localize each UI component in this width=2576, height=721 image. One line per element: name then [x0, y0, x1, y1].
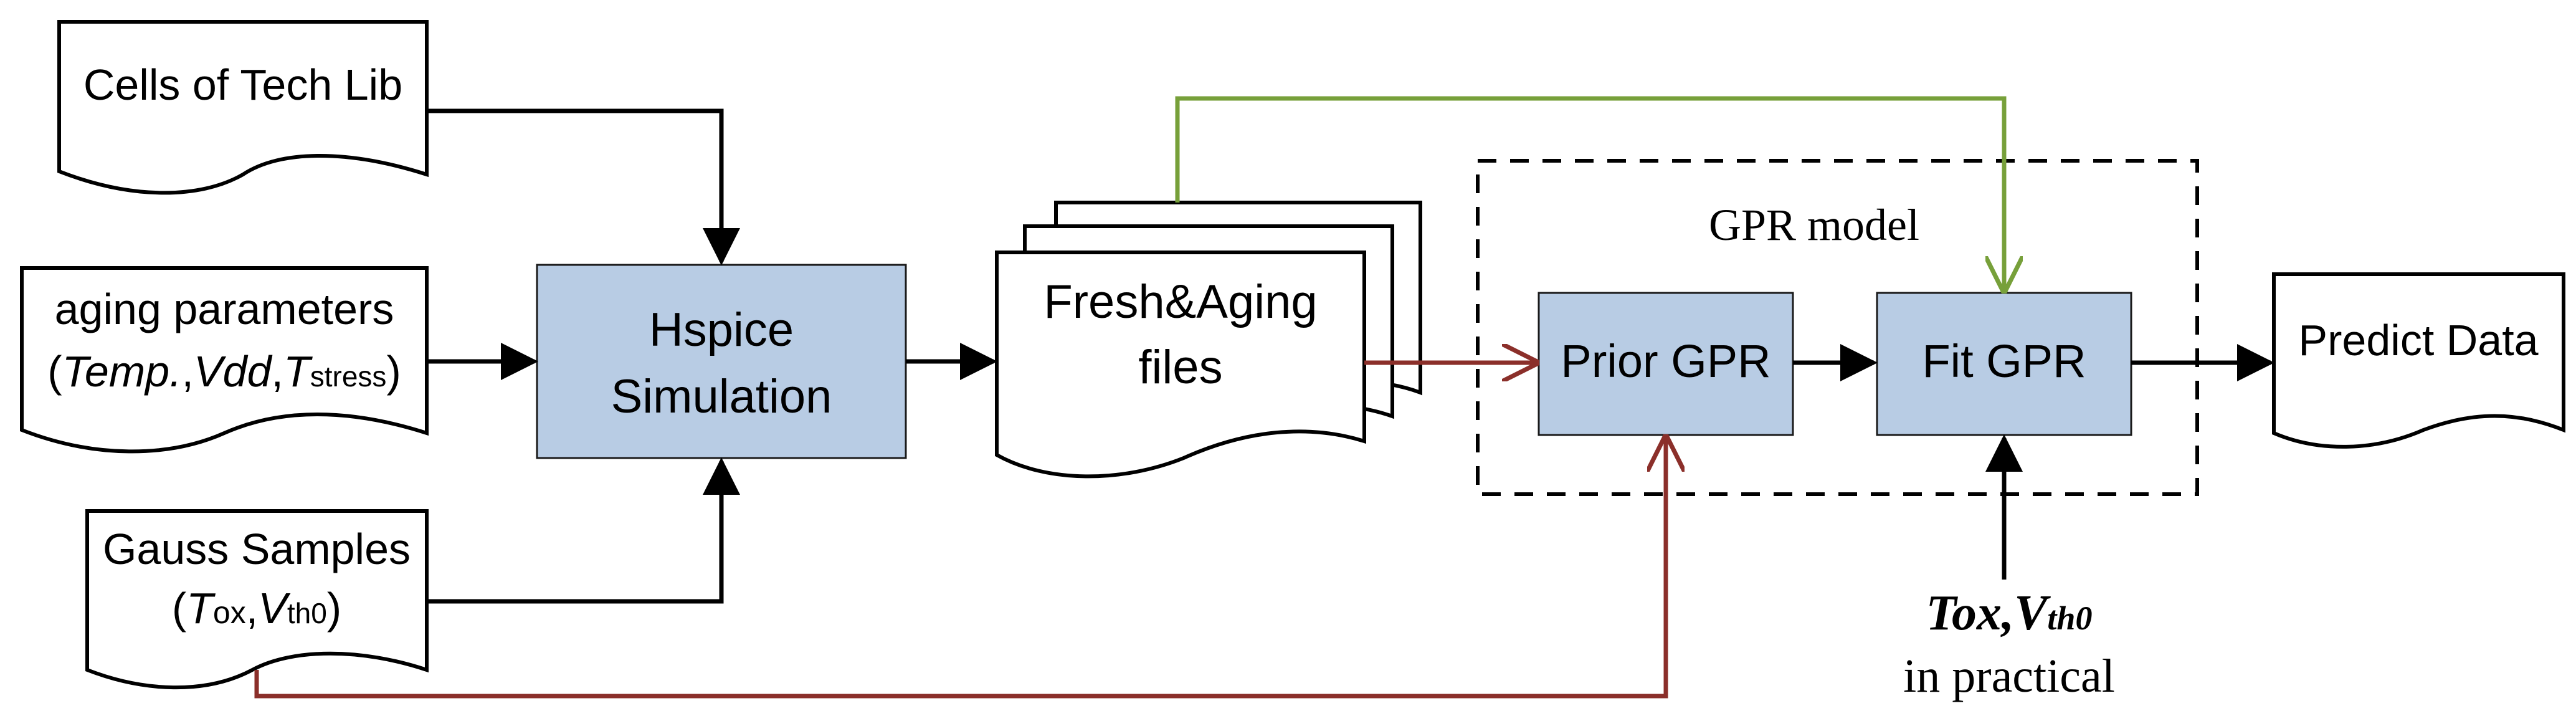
prior-gpr-label: Prior GPR: [1561, 335, 1770, 387]
cells-lib-doc: Cells of Tech Lib: [57, 20, 429, 195]
practical-params-label: Tox,Vth0: [1926, 586, 2093, 641]
hspice-line1: Hspice: [649, 303, 794, 356]
cells-lib-label: Cells of Tech Lib: [83, 60, 402, 109]
gpr-model-region: [1476, 159, 2199, 496]
aging-params-line2: (Temp.,Vdd,Tstress): [47, 347, 401, 396]
aging-params-doc: aging parameters (Temp.,Vdd,Tstress): [20, 266, 429, 454]
gauss-samples-line2: (Tox,Vth0): [172, 584, 341, 633]
arrow-files-to-fit: [1175, 96, 2004, 290]
arrow-gauss-to-hspice: [427, 457, 740, 604]
aging-params-line1: aging parameters: [55, 285, 394, 333]
prior-gpr-box: Prior GPR: [1538, 292, 1794, 436]
hspice-simulation-box: Hspice Simulation: [536, 264, 907, 459]
files-line1: Fresh&Aging: [1043, 275, 1317, 328]
files-line2: files: [1138, 341, 1222, 394]
fit-gpr-box: Fit GPR: [1876, 292, 2132, 436]
gpr-model-label: GPR model: [1709, 200, 1919, 250]
fresh-aging-files-doc: Fresh&Aging files: [995, 201, 1422, 479]
gauss-samples-doc: Gauss Samples (Tox,Vth0): [85, 509, 429, 690]
arrow-cells-to-hspice: [427, 108, 740, 265]
hspice-line2: Simulation: [611, 370, 832, 423]
practical-line2: in practical: [1903, 650, 2115, 702]
arrow-gauss-to-prior: [254, 438, 1666, 699]
predict-data-label: Predict Data: [2298, 316, 2538, 365]
predict-data-doc: Predict Data: [2272, 272, 2565, 449]
fit-gpr-label: Fit GPR: [1922, 335, 2086, 387]
gauss-samples-line1: Gauss Samples: [103, 525, 411, 573]
